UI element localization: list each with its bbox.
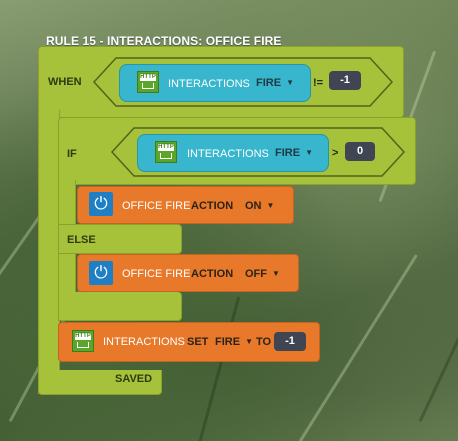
when-device-pill[interactable]	[119, 64, 311, 102]
when-property-dropdown[interactable]: FIRE▼	[256, 77, 294, 89]
set-device-label: INTERACTIONS	[103, 336, 185, 348]
set-property-dropdown[interactable]: FIRE▼	[215, 336, 253, 348]
dropdown-arrow-icon: ▼	[266, 201, 275, 210]
if-keyword: IF	[67, 148, 77, 160]
dropdown-arrow-icon: ▼	[272, 269, 280, 278]
then-device-label: OFFICE FIRE	[122, 200, 191, 212]
else-action-block[interactable]	[77, 254, 299, 292]
http-icon: HTTP	[155, 141, 177, 163]
then-value-dropdown[interactable]: ON▼	[245, 200, 275, 212]
set-verb: SET	[187, 336, 209, 348]
then-verb: ACTION	[191, 200, 234, 212]
power-icon: ⏻	[89, 192, 113, 216]
if-device-label: INTERACTIONS	[187, 148, 269, 160]
set-value-field[interactable]: -1	[274, 332, 306, 351]
when-value-field[interactable]: -1	[329, 71, 361, 90]
else-device-label: OFFICE FIRE	[122, 268, 191, 280]
when-keyword: WHEN	[48, 76, 82, 88]
if-value-field[interactable]: 0	[345, 142, 375, 161]
else-keyword: ELSE	[67, 234, 96, 246]
http-icon: HTTP	[137, 71, 159, 93]
saved-status: SAVED	[115, 373, 153, 385]
power-icon: ⏻	[89, 261, 113, 285]
http-icon: HTTP	[72, 330, 94, 352]
rule-title: RULE 15 - INTERACTIONS: OFFICE FIRE	[46, 34, 282, 48]
else-verb: ACTION	[191, 268, 234, 280]
dropdown-arrow-icon: ▼	[286, 78, 294, 87]
dropdown-arrow-icon: ▼	[245, 337, 253, 346]
if-property-dropdown[interactable]: FIRE▼	[275, 147, 313, 159]
set-to-label: TO	[256, 336, 272, 348]
dropdown-arrow-icon: ▼	[305, 148, 313, 157]
when-device-label: INTERACTIONS	[168, 78, 250, 90]
when-operator: !=	[313, 77, 324, 89]
then-action-block[interactable]	[77, 186, 294, 224]
if-operator: >	[332, 147, 339, 159]
else-value-dropdown[interactable]: OFF▼	[245, 268, 280, 280]
